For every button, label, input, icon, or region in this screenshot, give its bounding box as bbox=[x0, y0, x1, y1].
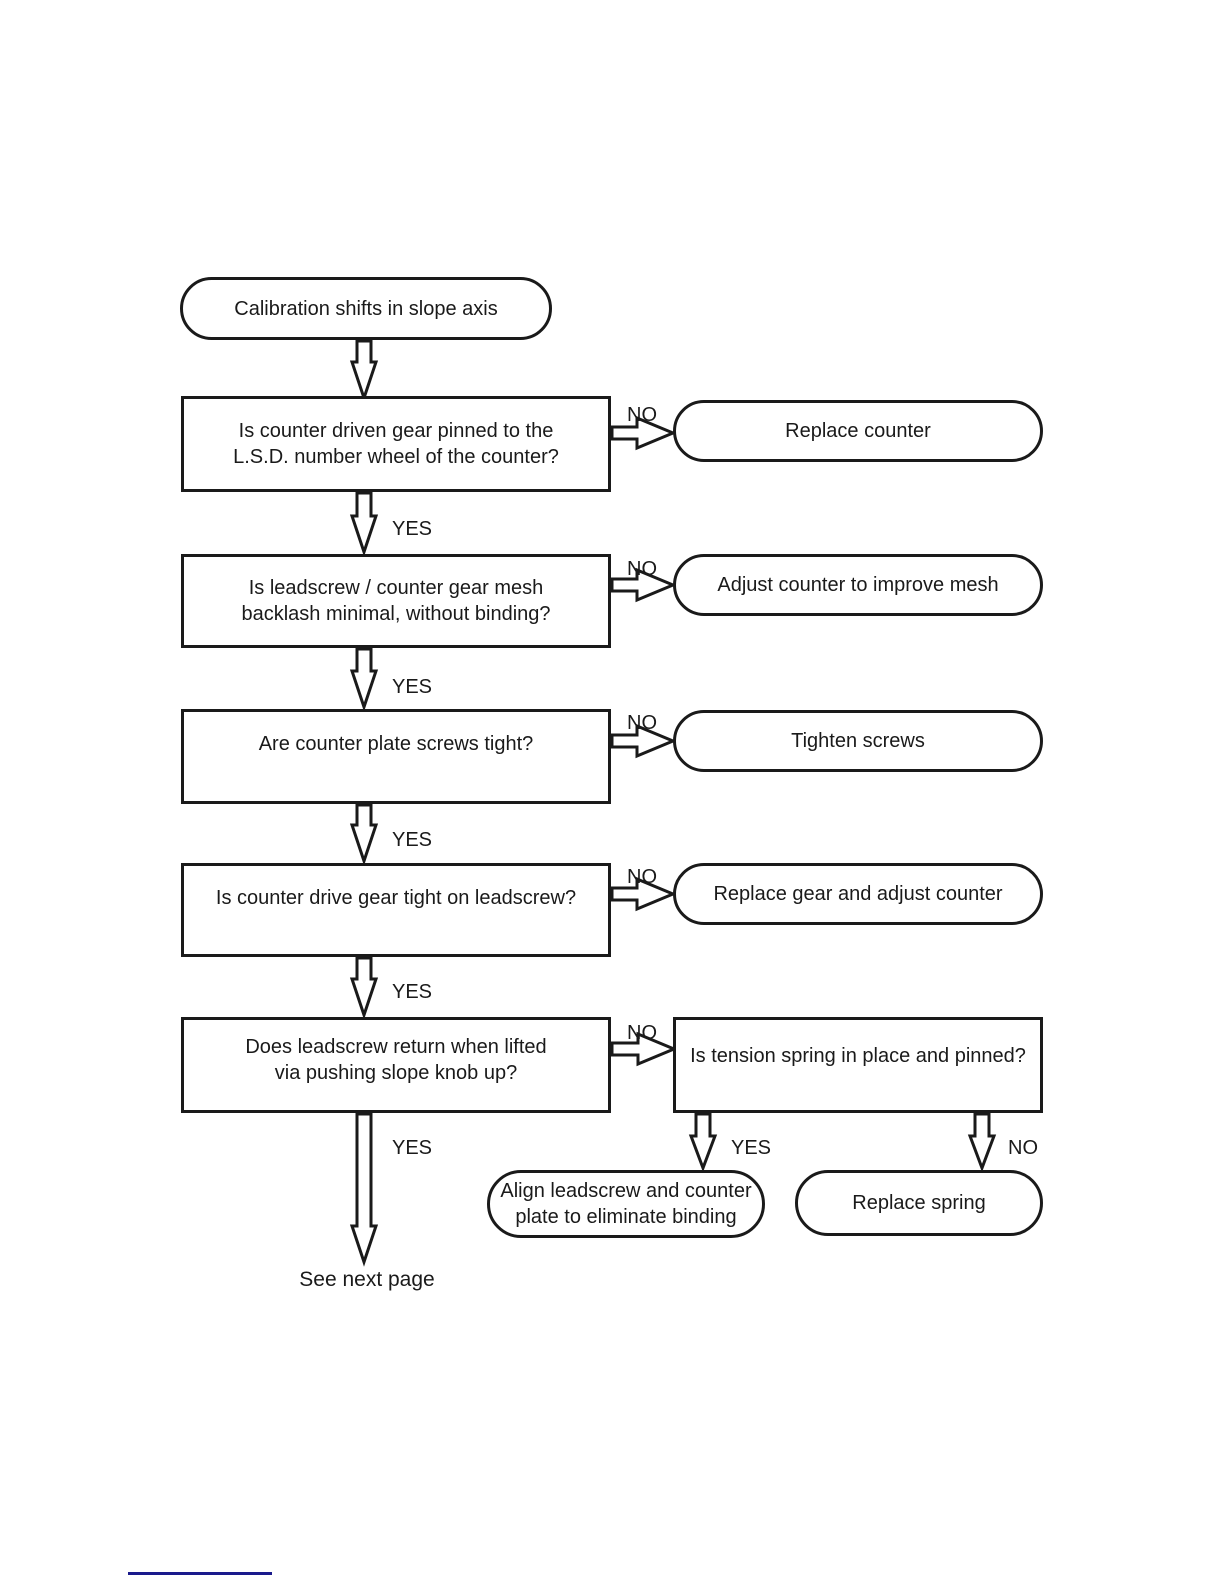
flow-arrow-down-start bbox=[349, 339, 379, 403]
decision-line: Is counter driven gear pinned to the bbox=[238, 420, 554, 442]
action-align-leadscrew-plate: Align leadscrew and counter plate to eli… bbox=[487, 1170, 765, 1238]
action-line: Align leadscrew and counter bbox=[500, 1180, 752, 1202]
flow-arrow-down-yes-3 bbox=[349, 803, 379, 866]
label-yes-5: YES bbox=[392, 1137, 433, 1159]
flow-arrow-no-4 bbox=[610, 876, 677, 912]
action-label: Tighten screws bbox=[791, 730, 925, 752]
decision-line: Is leadscrew / counter gear mesh bbox=[248, 577, 544, 599]
decision-counter-gear-pinned: Is counter driven gear pinned to the L.S… bbox=[181, 396, 611, 492]
flow-arrow-down-yes-next-page bbox=[349, 1112, 379, 1267]
page-footer-rule bbox=[128, 1572, 272, 1575]
label-yes-2: YES bbox=[392, 676, 433, 698]
note-see-next-page: See next page bbox=[299, 1268, 435, 1291]
action-label: Replace counter bbox=[785, 420, 931, 442]
action-label: Replace gear and adjust counter bbox=[713, 883, 1003, 905]
label-no-5: NO bbox=[627, 1022, 657, 1044]
flow-arrow-down-tension-yes bbox=[688, 1112, 718, 1173]
action-replace-counter: Replace counter bbox=[673, 400, 1043, 462]
flow-arrow-down-yes-2 bbox=[349, 647, 379, 712]
decision-line: backlash minimal, without binding? bbox=[241, 603, 551, 625]
label-no-3: NO bbox=[627, 712, 657, 734]
decision-drive-gear-tight: Is counter drive gear tight on leadscrew… bbox=[181, 863, 611, 957]
decision-line: L.S.D. number wheel of the counter? bbox=[233, 446, 559, 468]
terminator-start: Calibration shifts in slope axis bbox=[180, 277, 552, 340]
decision-leadscrew-return: Does leadscrew return when lifted via pu… bbox=[181, 1017, 611, 1113]
label-yes-1: YES bbox=[392, 518, 433, 540]
action-adjust-counter-mesh: Adjust counter to improve mesh bbox=[673, 554, 1043, 616]
flow-arrow-no-2 bbox=[610, 567, 677, 603]
decision-gear-mesh-backlash: Is leadscrew / counter gear mesh backlas… bbox=[181, 554, 611, 648]
flow-arrow-no-3 bbox=[610, 723, 677, 759]
action-line: plate to eliminate binding bbox=[515, 1206, 737, 1228]
action-tighten-screws: Tighten screws bbox=[673, 710, 1043, 772]
decision-counter-plate-screws: Are counter plate screws tight? bbox=[181, 709, 611, 804]
label-no-4: NO bbox=[627, 866, 657, 888]
flow-arrow-no-1 bbox=[610, 415, 677, 451]
decision-line: via pushing slope knob up? bbox=[274, 1062, 518, 1084]
decision-line: Does leadscrew return when lifted bbox=[245, 1036, 547, 1058]
flow-arrow-down-tension-no bbox=[967, 1112, 997, 1173]
label-no-1: NO bbox=[627, 404, 657, 426]
action-label: Replace spring bbox=[852, 1192, 986, 1214]
action-replace-gear-adjust-counter: Replace gear and adjust counter bbox=[673, 863, 1043, 925]
terminator-start-label: Calibration shifts in slope axis bbox=[234, 297, 498, 320]
decision-tension-spring: Is tension spring in place and pinned? bbox=[673, 1017, 1043, 1113]
label-no-tension: NO bbox=[1008, 1137, 1038, 1159]
label-yes-3: YES bbox=[392, 829, 433, 851]
decision-line: Are counter plate screws tight? bbox=[258, 732, 534, 755]
action-replace-spring: Replace spring bbox=[795, 1170, 1043, 1236]
label-yes-tension: YES bbox=[731, 1137, 772, 1159]
decision-line: Is tension spring in place and pinned? bbox=[690, 1045, 1026, 1067]
label-no-2: NO bbox=[627, 558, 657, 580]
flow-arrow-down-yes-1 bbox=[349, 491, 379, 557]
label-yes-4: YES bbox=[392, 981, 433, 1003]
action-label: Adjust counter to improve mesh bbox=[717, 574, 999, 596]
flow-arrow-down-yes-4 bbox=[349, 956, 379, 1020]
flow-arrow-no-5 bbox=[610, 1031, 678, 1067]
decision-line: Is counter drive gear tight on leadscrew… bbox=[215, 887, 577, 909]
